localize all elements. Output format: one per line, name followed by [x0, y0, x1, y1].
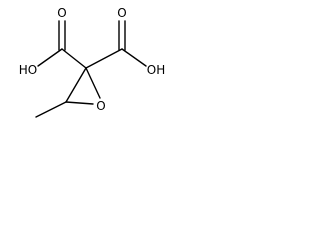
atom-oh-left: HO [19, 63, 37, 77]
atom-o-epoxide: O [96, 99, 105, 113]
bond-c2-o-ring [85, 67, 101, 99]
bond-c-right-oh [121, 48, 147, 67]
atom-o-carbonyl-left: O [57, 6, 66, 20]
bond-c2-c3 [65, 67, 87, 103]
bond-c-left-oh [37, 48, 63, 67]
chemical-structure-diagram: O HO O OH O [19, 6, 165, 118]
bond-c2-c-right [85, 48, 123, 69]
bond-c3-o-ring [65, 101, 94, 105]
bond-c2-c-left [61, 48, 87, 69]
atom-oh-right: OH [147, 63, 165, 77]
atom-o-carbonyl-right: O [117, 6, 126, 20]
bond-c3-methyl [35, 101, 67, 118]
